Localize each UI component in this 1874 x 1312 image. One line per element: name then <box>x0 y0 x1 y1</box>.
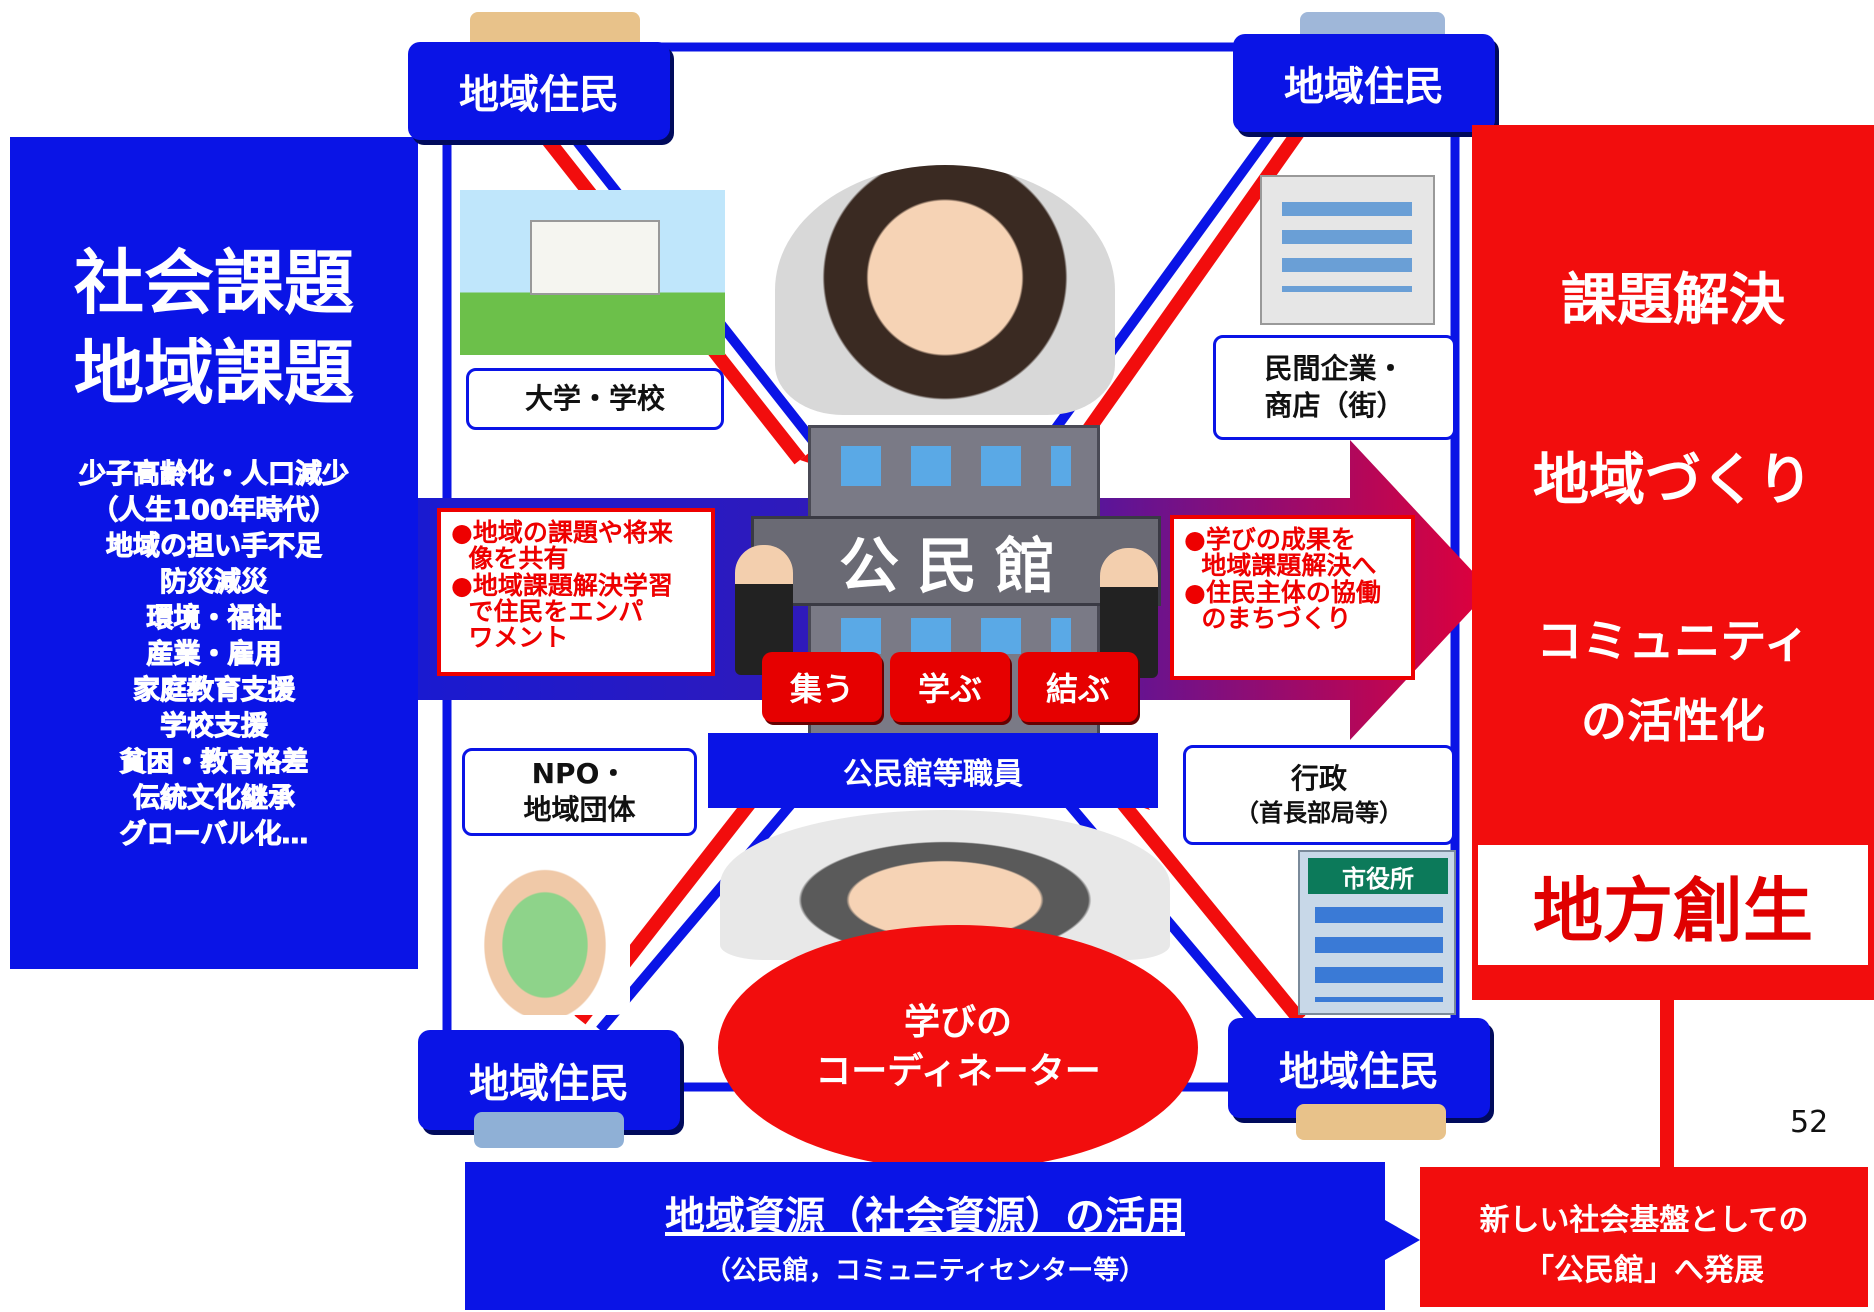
left-note-line: 像を共有 <box>451 544 569 574</box>
left-note-line: で住民をエンパ <box>451 596 644 626</box>
building-windows-bottom <box>841 618 1071 654</box>
issue-list: 少子高齢化・人口減少 （人生100年時代） 地域の担い手不足 防災減災 環境・福… <box>10 457 418 853</box>
residents-illustration-icon <box>1296 1104 1446 1140</box>
social-issues-panel: 社会課題 地域課題 少子高齢化・人口減少 （人生100年時代） 地域の担い手不足… <box>10 137 418 969</box>
right-note-line: ●住民主体の協働 <box>1184 577 1381 607</box>
city-hall-sign: 市役所 <box>1308 858 1448 894</box>
issue-item: 地域の担い手不足 <box>106 531 323 563</box>
residents-illustration-icon <box>474 1112 624 1148</box>
issue-item: 学校支援 <box>160 711 269 743</box>
resident-box-top-left: 地域住民 <box>408 42 670 140</box>
left-note-line: ●地域課題解決学習 <box>451 570 673 600</box>
government-label-line2: （首長部局等） <box>1235 798 1403 827</box>
issue-item: 産業・雇用 <box>146 639 282 671</box>
outcome-community-building: 地域づくり <box>1533 448 1813 513</box>
meeting-illustration-icon <box>460 840 630 1015</box>
building-sign: 公民館 <box>751 516 1161 606</box>
new-foundation-line2: 「公民館」へ発展 <box>1524 1253 1764 1288</box>
panel-title-line2: 地域課題 <box>74 332 354 414</box>
page-number: 52 <box>1790 1105 1829 1140</box>
government-label-line1: 行政 <box>1290 762 1347 796</box>
right-note: ●学びの成果を 地域課題解決へ ●住民主体の協働 のまちづくり <box>1170 515 1415 680</box>
coordinator-line1: 学びの <box>903 1001 1012 1043</box>
bottom-arrow <box>1385 1220 1420 1260</box>
diagonal-br-red <box>1114 795 1306 1025</box>
resources-title: 地域資源（社会資源）の活用 <box>665 1194 1185 1240</box>
right-note-line: 地域課題解決へ <box>1184 551 1377 581</box>
resources-box: 地域資源（社会資源）の活用 （公民館，コミュニティセンター等） <box>465 1162 1385 1310</box>
right-note-line: ●学びの成果を <box>1184 525 1356 554</box>
resident-box-bottom-right: 地域住民 <box>1228 1018 1490 1118</box>
npo-label-line2: 地域団体 <box>523 793 636 826</box>
right-connector <box>1660 990 1674 1170</box>
npo-label-line1: NPO・ <box>531 756 628 790</box>
office-windows <box>1282 202 1412 292</box>
issue-item: 伝統文化継承 <box>133 783 296 815</box>
issue-item: 貧困・教育格差 <box>119 747 309 779</box>
regional-revitalization-box: 地方創生 <box>1478 845 1868 965</box>
companies-label: 民間企業・ 商店（街） <box>1213 335 1456 440</box>
city-hall-windows <box>1315 907 1443 1002</box>
crowd-illustration-icon <box>775 165 1115 415</box>
city-hall-icon: 市役所 <box>1298 850 1456 1015</box>
left-note-line: ●地域の課題や将来 <box>451 518 673 547</box>
building-windows-top <box>841 446 1071 486</box>
resident-box-top-right: 地域住民 <box>1233 34 1495 132</box>
university-label: 大学・学校 <box>466 368 724 430</box>
school-illustration-icon <box>460 190 725 355</box>
new-foundation-box: 新しい社会基盤としての 「公民館」へ発展 <box>1420 1167 1868 1307</box>
school-building-icon <box>530 220 660 295</box>
diagonal-bl-blue <box>596 766 824 1034</box>
staff-label: 公民館等職員 <box>708 733 1158 808</box>
right-note-line: のまちづくり <box>1184 603 1352 633</box>
panel-title-line1: 社会課題 <box>74 242 354 324</box>
verb-gather: 集う <box>762 652 882 722</box>
npo-label: NPO・ 地域団体 <box>462 748 697 836</box>
coordinator-ellipse: 学びの コーディネーター <box>718 925 1198 1170</box>
companies-label-line2: 商店（街） <box>1264 388 1405 422</box>
office-building-icon <box>1260 175 1435 325</box>
left-note: ●地域の課題や将来 像を共有 ●地域課題解決学習 で住民をエンパ ワメント <box>437 508 715 676</box>
companies-label-line1: 民間企業・ <box>1264 352 1405 386</box>
issue-item: （人生100年時代） <box>91 495 337 527</box>
outcome-problem-solving: 課題解決 <box>1561 268 1785 333</box>
verb-learn: 学ぶ <box>890 652 1010 722</box>
verb-connect: 結ぶ <box>1018 652 1138 722</box>
issue-item: グローバル化… <box>119 819 309 851</box>
outcome-community-line2: の活性化 <box>1581 694 1765 748</box>
issue-item: 少子高齢化・人口減少 <box>79 459 350 491</box>
issue-item: 環境・福祉 <box>146 603 282 635</box>
left-note-line: ワメント <box>451 623 569 652</box>
issue-item: 防災減災 <box>160 567 269 599</box>
outcomes-panel: 課題解決 地域づくり コミュニティ の活性化 地方創生 <box>1472 125 1874 1000</box>
resources-subtitle: （公民館，コミュニティセンター等） <box>704 1256 1146 1286</box>
coordinator-line2: コーディネーター <box>815 1050 1101 1092</box>
outcome-community-line1: コミュニティ <box>1536 614 1810 668</box>
issue-item: 家庭教育支援 <box>133 675 296 707</box>
new-foundation-line1: 新しい社会基盤としての <box>1479 1203 1809 1238</box>
government-label: 行政 （首長部局等） <box>1183 745 1455 845</box>
